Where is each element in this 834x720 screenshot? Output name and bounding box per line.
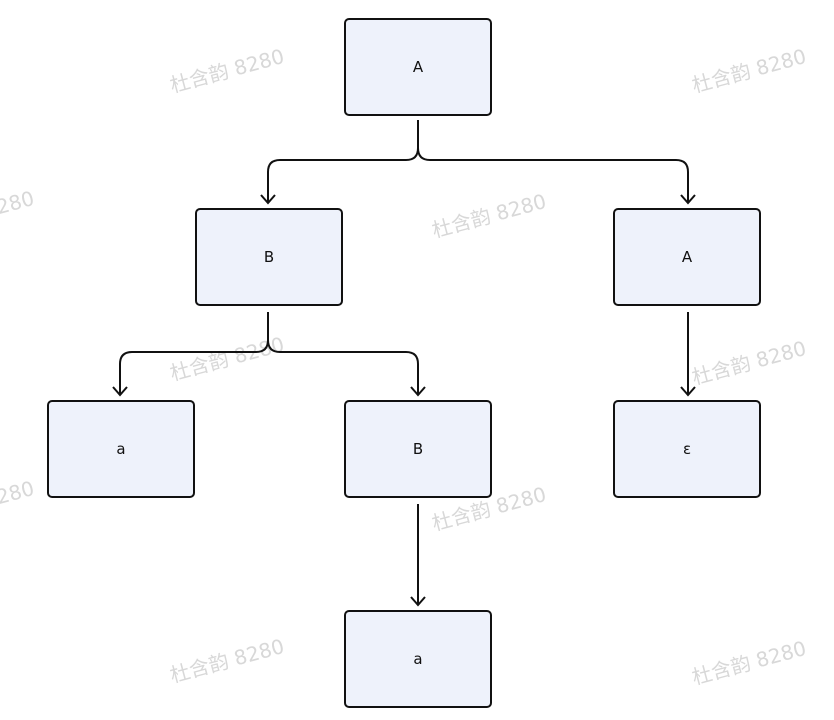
node-root-a: A (344, 18, 492, 116)
node-b: B (195, 208, 343, 306)
node-a: A (613, 208, 761, 306)
edge-root-to-a (417, 147, 689, 202)
edge-b-to-b (267, 339, 419, 394)
node-a-bottom: a (344, 610, 492, 708)
node-epsilon: ε (613, 400, 761, 498)
edge-b-to-b-arrowhead (410, 386, 426, 397)
edge-b-to-a-bottom-arrowhead (410, 596, 426, 607)
node-a-leaf: a (47, 400, 195, 498)
edge-a-to-epsilon-arrowhead (680, 386, 696, 397)
edge-b-to-a-leaf-arrowhead (112, 386, 128, 397)
edge-b-to-a-leaf (119, 312, 269, 394)
edge-root-to-b-arrowhead (260, 194, 276, 205)
node-b-child: B (344, 400, 492, 498)
edge-root-to-a-arrowhead (680, 194, 696, 205)
edge-root-to-b (267, 120, 419, 202)
